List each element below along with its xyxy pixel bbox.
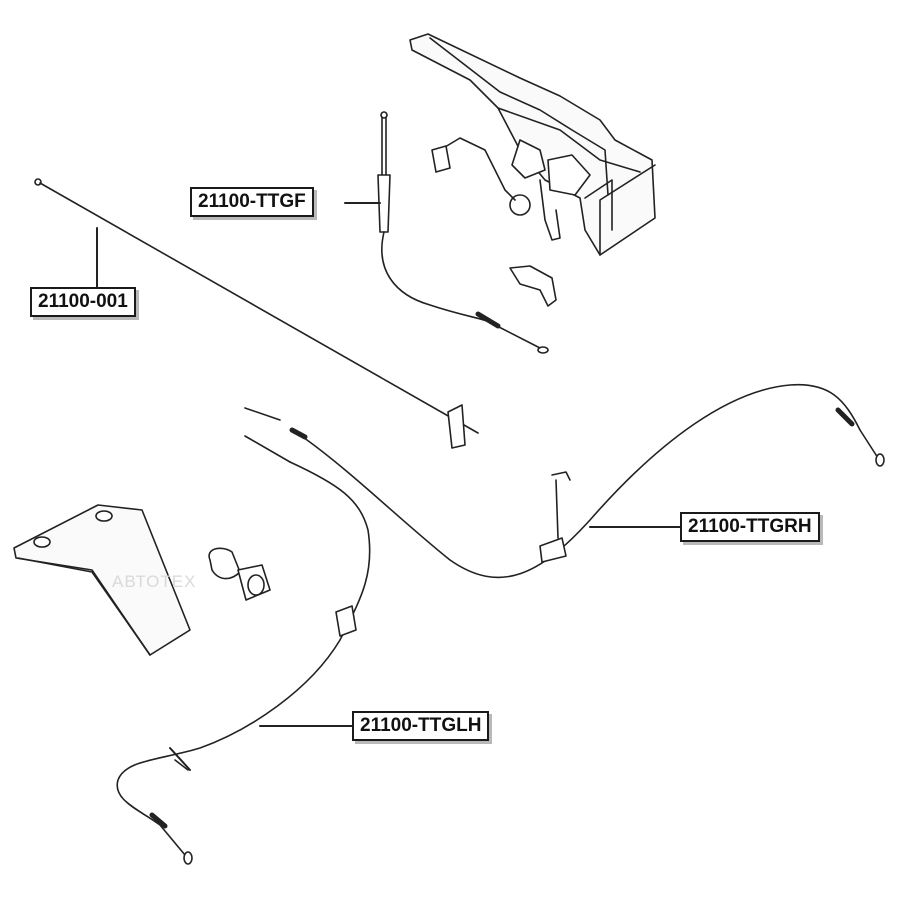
rod — [34, 178, 479, 449]
cable-grommet — [208, 547, 271, 601]
label-21100-ttgf: 21100-TTGF — [190, 187, 314, 217]
callout-leaders — [96, 202, 681, 727]
rear-left-cable — [116, 427, 371, 865]
label-21100-001: 21100-001 — [30, 287, 136, 317]
rear-right-cable — [244, 383, 885, 579]
label-21100-ttglh: 21100-TTGLH — [352, 711, 490, 741]
cover-plate — [13, 504, 191, 656]
front-cable — [377, 111, 549, 354]
label-21100-ttgrh: 21100-TTGRH — [680, 512, 820, 542]
watermark-text: АВТОТЕХ — [112, 572, 197, 591]
handbrake-lever-assembly — [409, 33, 656, 307]
